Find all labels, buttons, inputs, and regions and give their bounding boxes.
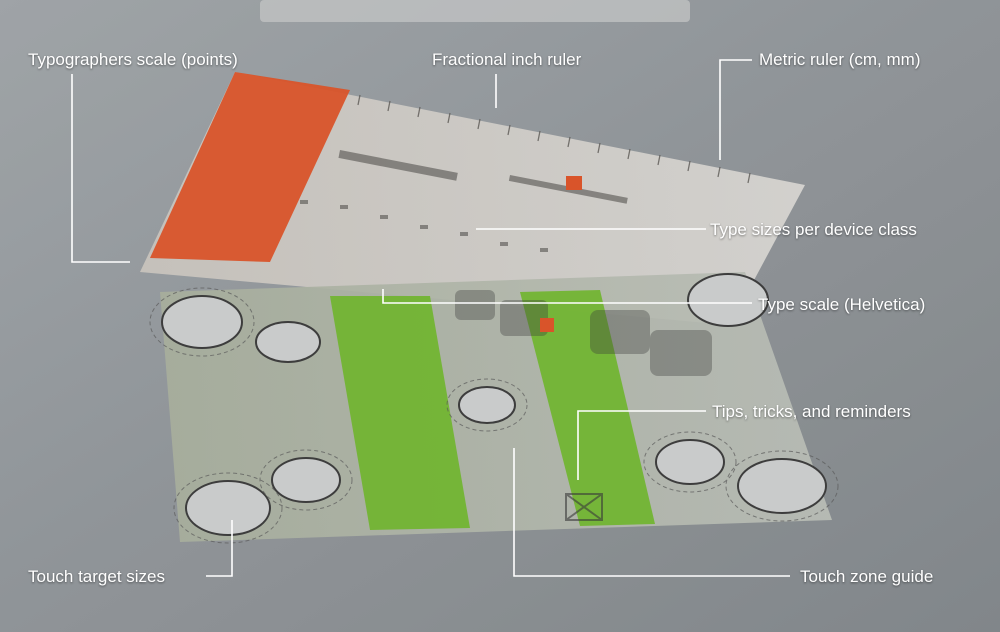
callout-touch-target-sizes: Touch target sizes (28, 567, 166, 586)
type-scale-glyphs (455, 290, 712, 376)
top-ruler-card (140, 72, 805, 325)
callout-touch-zone-guide: Touch zone guide (800, 567, 934, 586)
callout-typographers-scale: Typographers scale (points) (28, 50, 238, 69)
callout-tips-tricks: Tips, tricks, and reminders (712, 402, 911, 421)
bottom-card-green-left (330, 296, 470, 530)
top-card-ticks (357, 94, 751, 184)
callout-type-sizes-device: Type sizes per device class (710, 220, 917, 239)
callout-metric-ruler: Metric ruler (cm, mm) (759, 50, 921, 69)
background-object (260, 0, 690, 22)
callout-type-scale: Type scale (Helvetica) (758, 295, 926, 314)
top-card-orange-band (150, 72, 350, 262)
top-card-red-marker (566, 176, 582, 190)
callout-fractional-inch-ruler: Fractional inch ruler (432, 50, 582, 69)
bottom-card-red-marker (540, 318, 554, 332)
